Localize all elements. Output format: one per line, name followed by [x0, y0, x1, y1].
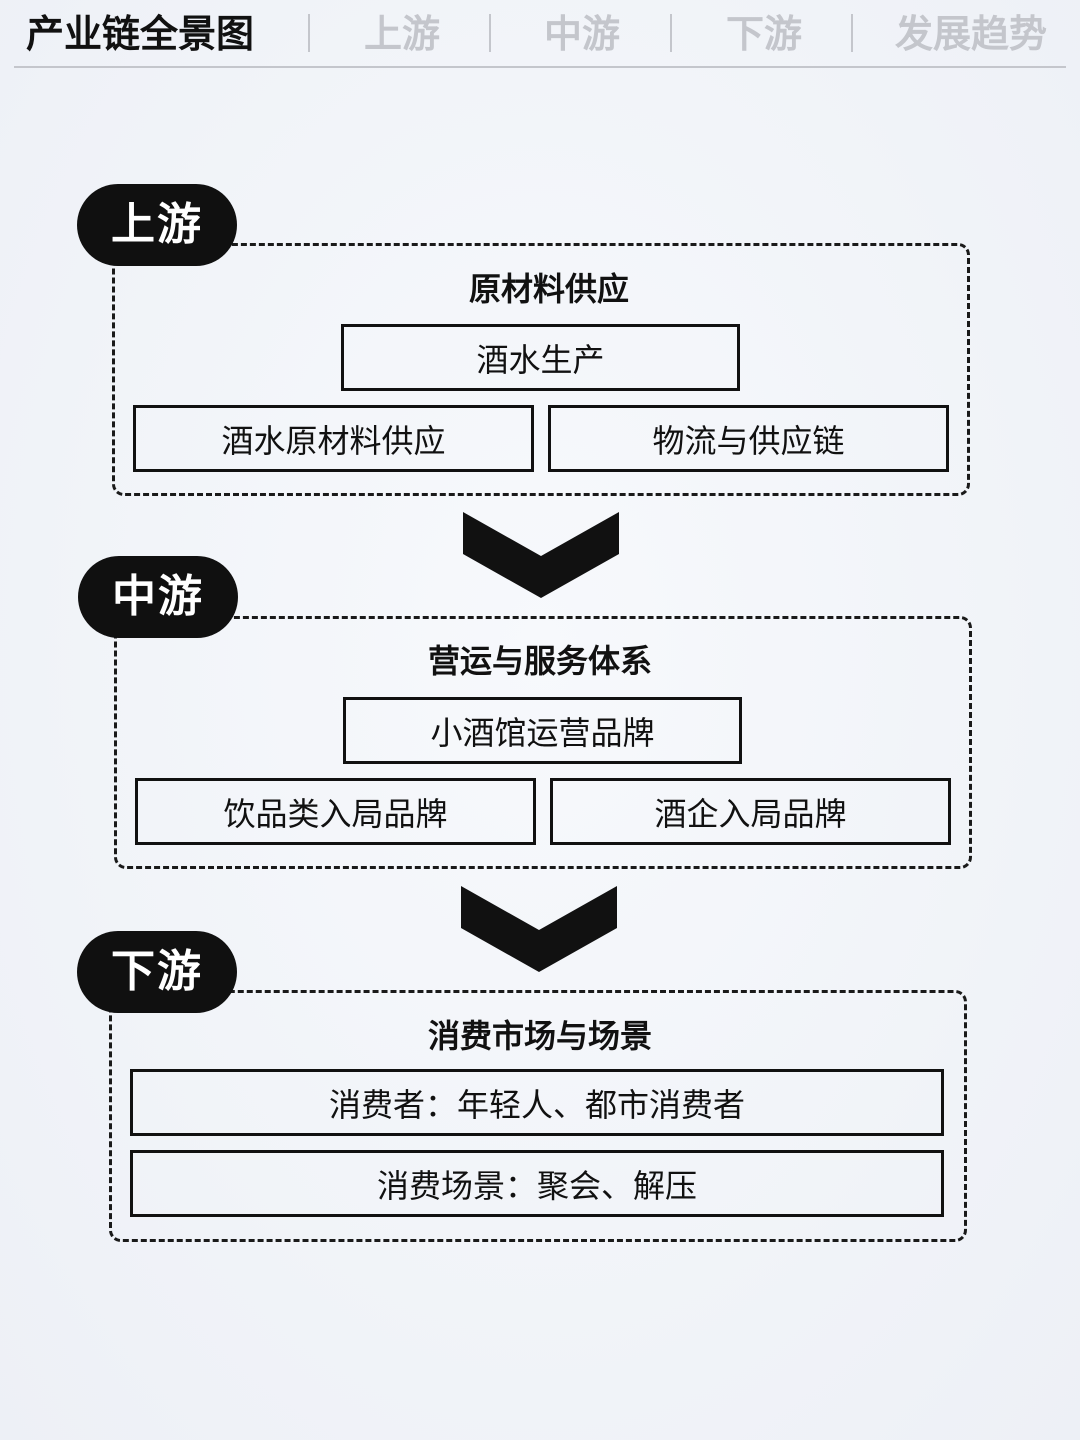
- upstream-title: 原材料供应: [468, 270, 629, 308]
- top-tab-bar: 产业链全景图 上游 中游 下游 发展趋势: [14, 0, 1066, 68]
- downstream-label: 下游: [77, 931, 237, 1013]
- node-logistics-supply-chain: 物流与供应链: [548, 405, 949, 472]
- node-liquor-enterprise-brands: 酒企入局品牌: [550, 778, 951, 845]
- chevron-down-icon: [463, 512, 619, 598]
- tab-divider: [851, 14, 853, 52]
- downstream-section: [109, 990, 967, 1242]
- midstream-label: 中游: [78, 556, 238, 638]
- chevron-down-icon: [461, 886, 617, 972]
- upstream-section: [112, 243, 970, 496]
- tab-industry-chain-overview[interactable]: 产业链全景图: [26, 11, 255, 56]
- midstream-section: [114, 616, 972, 869]
- tab-downstream[interactable]: 下游: [725, 11, 802, 56]
- downstream-title: 消费市场与场景: [427, 1017, 652, 1055]
- tab-upstream[interactable]: 上游: [363, 11, 440, 56]
- node-beverage-brands: 饮品类入局品牌: [135, 778, 536, 845]
- tab-divider: [489, 14, 491, 52]
- upstream-label: 上游: [77, 184, 237, 266]
- midstream-title: 营运与服务体系: [427, 642, 652, 680]
- node-liquor-production: 酒水生产: [341, 324, 740, 391]
- tab-divider: [670, 14, 672, 52]
- node-consumers: 消费者：年轻人、都市消费者: [130, 1069, 944, 1136]
- tab-development-trends[interactable]: 发展趋势: [894, 11, 1047, 56]
- tab-midstream[interactable]: 中游: [543, 11, 620, 56]
- tab-divider: [308, 14, 310, 52]
- node-raw-material-supply: 酒水原材料供应: [133, 405, 534, 472]
- node-consumption-scenarios: 消费场景：聚会、解压: [130, 1150, 944, 1217]
- node-tavern-operating-brands: 小酒馆运营品牌: [343, 697, 742, 764]
